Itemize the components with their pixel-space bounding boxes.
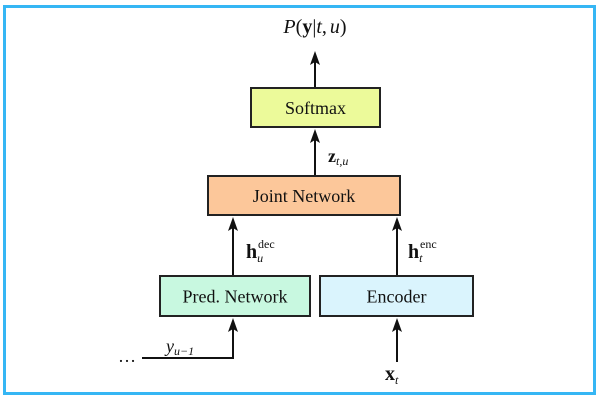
y-prev-label: yu−1 (164, 336, 194, 358)
encoder-box (319, 275, 474, 317)
arrowhead-icon (228, 217, 238, 231)
h-enc-superscript: enc (420, 237, 437, 251)
x-label: xt (385, 363, 399, 387)
softmax-label: Softmax (285, 98, 346, 118)
arrowhead-icon (310, 129, 320, 143)
encoder-label: Encoder (367, 287, 427, 307)
pred-network-label: Pred. Network (183, 287, 288, 307)
z-label: zt,u (328, 146, 348, 168)
arrowhead-icon (392, 217, 402, 231)
h-dec-superscript: dec (258, 237, 275, 251)
arrowhead-icon (310, 51, 320, 65)
pred-network-box (159, 275, 311, 317)
output-probability-label: P(y|t,u) (282, 16, 346, 38)
arrowhead-icon (228, 318, 238, 332)
softmax-box (250, 87, 381, 128)
h-dec-label: hu (246, 241, 263, 265)
arrow-prev-label-to-pred (142, 322, 234, 359)
joint-network-box (207, 175, 401, 216)
arrowhead-icon (392, 318, 402, 332)
joint-network-label: Joint Network (253, 186, 356, 206)
ellipsis: … (118, 346, 136, 366)
h-enc-label: ht (408, 241, 423, 265)
